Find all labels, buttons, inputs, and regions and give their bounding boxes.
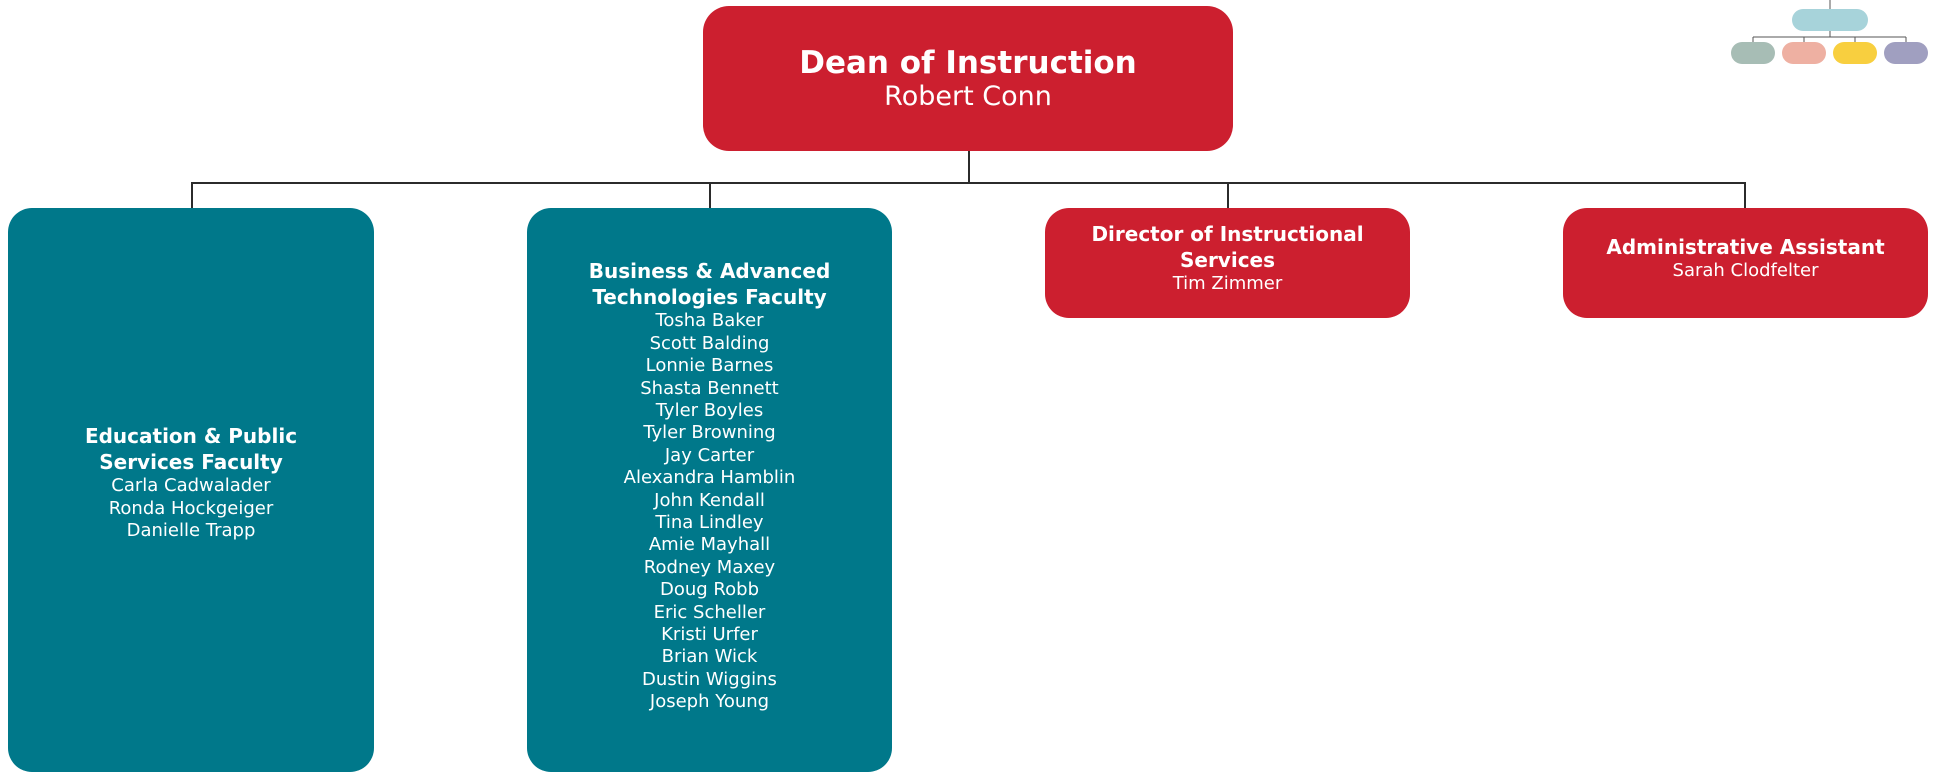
business-faculty-member: Kristi Urfer bbox=[661, 624, 758, 646]
business-faculty-member: Tyler Browning bbox=[643, 422, 776, 444]
business-faculty-member: Joseph Young bbox=[649, 691, 770, 713]
org-chart-icon bbox=[1731, 0, 1928, 64]
education-faculty-title: Education & Public Services Faculty bbox=[85, 423, 297, 475]
connector-business bbox=[709, 182, 711, 208]
education-faculty-list: Carla Cadwalader Ronda Hockgeiger Daniel… bbox=[109, 475, 274, 542]
business-faculty-member: Tyler Boyles bbox=[655, 399, 764, 421]
connector-director bbox=[1227, 182, 1229, 208]
education-faculty-title-line1: Education & Public bbox=[84, 424, 298, 449]
business-faculty-list: Tosha Baker Scott Balding Lonnie Barnes … bbox=[624, 310, 796, 713]
business-faculty-title-line1: Business & Advanced bbox=[588, 259, 831, 284]
dean-box: Dean of Instruction Robert Conn bbox=[703, 6, 1233, 151]
education-faculty-title-line2: Services Faculty bbox=[99, 450, 283, 475]
business-faculty-member: Tosha Baker bbox=[655, 310, 764, 332]
education-faculty-box: Education & Public Services Faculty Carl… bbox=[8, 208, 374, 772]
connector-dean-down bbox=[968, 151, 970, 182]
business-faculty-member: Scott Balding bbox=[649, 332, 770, 354]
org-chart-icon-node bbox=[1884, 42, 1928, 64]
connector-education bbox=[191, 182, 193, 208]
director-title: Director of Instructional Services bbox=[1091, 221, 1364, 272]
director-name: Tim Zimmer bbox=[1172, 272, 1283, 294]
business-faculty-member: Amie Mayhall bbox=[648, 534, 771, 556]
assistant-name: Sarah Clodfelter bbox=[1672, 259, 1819, 281]
org-chart-icon-node bbox=[1782, 42, 1826, 64]
business-faculty-member: Dustin Wiggins bbox=[642, 668, 777, 690]
assistant-title: Administrative Assistant bbox=[1606, 234, 1885, 259]
business-faculty-member: Eric Scheller bbox=[653, 601, 766, 623]
business-faculty-title-line2: Technologies Faculty bbox=[592, 285, 827, 310]
org-chart-icon-node bbox=[1731, 42, 1775, 64]
connector-assistant bbox=[1744, 182, 1746, 208]
business-faculty-title: Business & Advanced Technologies Faculty bbox=[589, 258, 831, 310]
business-faculty-member: John Kendall bbox=[654, 489, 765, 511]
education-faculty-member: Ronda Hockgeiger bbox=[108, 497, 274, 519]
org-chart-icon-node bbox=[1833, 42, 1877, 64]
director-box: Director of Instructional Services Tim Z… bbox=[1045, 208, 1410, 318]
dean-name: Robert Conn bbox=[884, 80, 1052, 112]
business-faculty-box: Business & Advanced Technologies Faculty… bbox=[527, 208, 892, 772]
dean-title: Dean of Instruction bbox=[799, 44, 1137, 81]
business-faculty-member: Alexandra Hamblin bbox=[623, 467, 796, 489]
assistant-box: Administrative Assistant Sarah Clodfelte… bbox=[1563, 208, 1928, 318]
business-faculty-member: Jay Carter bbox=[664, 444, 755, 466]
business-faculty-member: Brian Wick bbox=[661, 646, 758, 668]
org-chart-icon-top-node bbox=[1792, 9, 1868, 31]
business-faculty-member: Tina Lindley bbox=[655, 512, 764, 533]
business-faculty-member: Shasta Bennett bbox=[640, 377, 779, 399]
business-faculty-member: Doug Robb bbox=[660, 579, 759, 601]
education-faculty-member: Danielle Trapp bbox=[126, 520, 256, 542]
business-faculty-member: Lonnie Barnes bbox=[645, 355, 774, 377]
business-faculty-member: Rodney Maxey bbox=[643, 556, 776, 578]
connector-horizontal bbox=[191, 182, 1745, 184]
education-faculty-member: Carla Cadwalader bbox=[111, 475, 271, 497]
